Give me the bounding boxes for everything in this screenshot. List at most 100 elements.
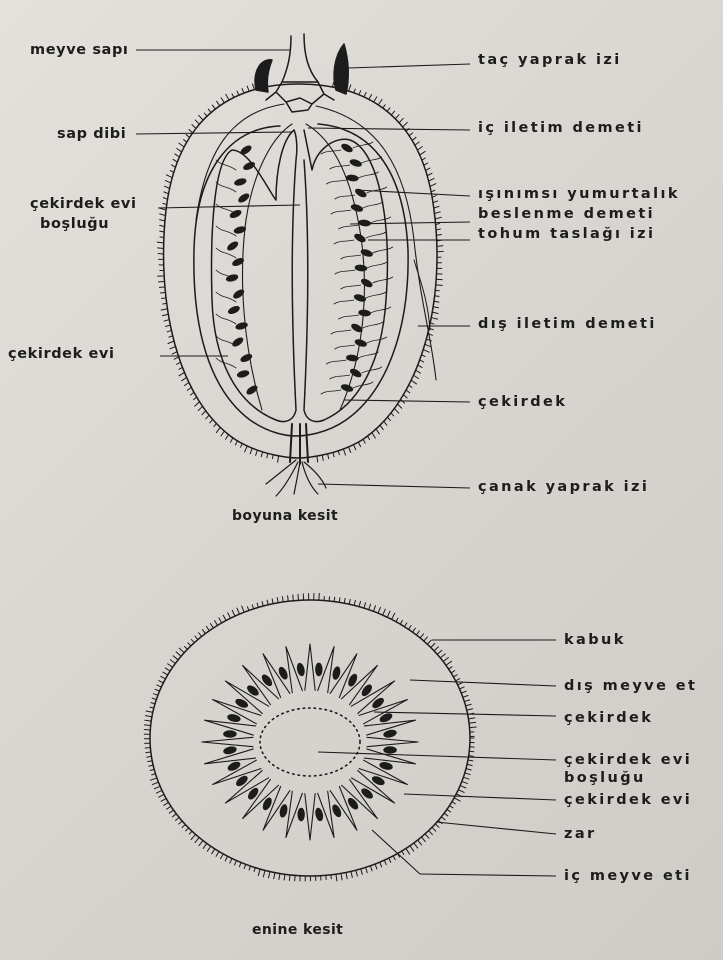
skin-hair	[436, 649, 443, 655]
skin-hair	[414, 141, 420, 146]
skin-hair	[181, 376, 188, 382]
skin-hair	[467, 759, 474, 762]
skin-hair	[145, 751, 152, 754]
skin-hair	[238, 862, 242, 868]
seed	[243, 161, 255, 171]
funicle	[333, 299, 355, 305]
skin-hair	[143, 724, 152, 727]
skin-hair	[465, 703, 472, 707]
skin-hair	[429, 322, 435, 325]
skin-hair	[433, 205, 440, 209]
funicle	[215, 335, 237, 347]
skin-hair	[455, 678, 461, 682]
skin-hair	[243, 863, 247, 870]
funicle	[334, 194, 356, 200]
skin-hair	[464, 772, 471, 776]
skin-hair	[218, 617, 223, 624]
funicle	[366, 186, 388, 194]
funicle	[338, 224, 360, 230]
skin-hair	[173, 356, 180, 360]
skin-hair	[185, 134, 191, 138]
skin-hair	[266, 599, 269, 606]
radial-lobe	[358, 698, 408, 725]
radial-lobe	[329, 785, 358, 831]
skin-hair	[382, 608, 386, 616]
skin-hair	[178, 820, 183, 825]
radial-lobe	[366, 736, 419, 748]
skin-hair	[430, 189, 436, 193]
seed	[353, 294, 367, 302]
skin-hair	[452, 674, 458, 678]
label-cross-core-cavity-line2: boşluğu	[564, 770, 646, 786]
seed	[354, 233, 366, 243]
cross-section	[143, 592, 477, 882]
skin-hair	[266, 452, 269, 459]
radial-lobe	[204, 748, 257, 765]
skin-hair	[353, 444, 357, 451]
skin-hair	[424, 343, 431, 348]
skin-hair	[432, 306, 440, 309]
radial-lobe	[340, 664, 378, 706]
skin-hair	[197, 405, 204, 411]
skin-hair	[395, 617, 399, 623]
funicle	[215, 291, 237, 303]
funicle	[325, 179, 347, 185]
skin-hair	[159, 236, 165, 238]
skin-hair	[415, 630, 420, 636]
skin-hair	[433, 300, 440, 303]
skin-hair	[159, 213, 166, 217]
funicle	[320, 149, 342, 155]
seed	[383, 729, 397, 738]
skin-hair	[408, 132, 414, 137]
skin-hair	[469, 726, 477, 729]
seed	[383, 746, 397, 754]
radial-lobe	[204, 719, 257, 736]
seed	[235, 698, 249, 708]
skin-hair	[362, 438, 366, 444]
skin-hair	[408, 384, 413, 389]
skin-hair	[174, 816, 180, 821]
skin-hair	[431, 826, 437, 832]
radial-lobe	[317, 645, 335, 694]
skin-hair	[153, 785, 161, 790]
skin-hair	[224, 855, 229, 862]
skin-hair	[176, 147, 183, 153]
skin-hair	[373, 96, 378, 103]
seed	[350, 204, 363, 212]
long-skin-hairs	[156, 81, 444, 463]
seed	[240, 353, 253, 363]
skin-hair	[160, 308, 168, 311]
leader-lines	[135, 49, 557, 877]
skin-hair	[367, 435, 371, 441]
skin-hair	[391, 612, 396, 620]
funicle	[215, 357, 237, 369]
skin-hair	[331, 81, 335, 88]
skin-hair	[144, 715, 153, 718]
skin-hair	[338, 597, 341, 603]
skin-hair	[408, 624, 412, 630]
cross-core-cavity	[259, 707, 361, 777]
skin-hair	[172, 158, 178, 163]
seed	[227, 241, 239, 251]
label-petal-scar: taç yaprak izi	[478, 52, 622, 68]
skin-hair	[159, 291, 166, 294]
skin-hair	[321, 454, 324, 461]
outer-bundle-left	[195, 103, 285, 221]
skin-hair	[202, 842, 208, 849]
skin-hair	[190, 833, 197, 841]
seed	[315, 807, 324, 822]
seed	[233, 289, 245, 299]
skin-hair	[209, 622, 214, 629]
skin-hair	[225, 93, 230, 101]
skin-hair	[241, 88, 245, 94]
skin-hair	[211, 848, 216, 855]
radial-lobe	[329, 653, 358, 699]
skin-hair	[148, 764, 154, 767]
skin-hair	[442, 657, 449, 663]
seed	[235, 322, 248, 330]
funicle	[334, 269, 356, 275]
radial-lobe	[262, 653, 291, 699]
skin-hair	[162, 202, 168, 206]
skin-hair	[178, 371, 185, 377]
skin-hair	[419, 633, 424, 639]
